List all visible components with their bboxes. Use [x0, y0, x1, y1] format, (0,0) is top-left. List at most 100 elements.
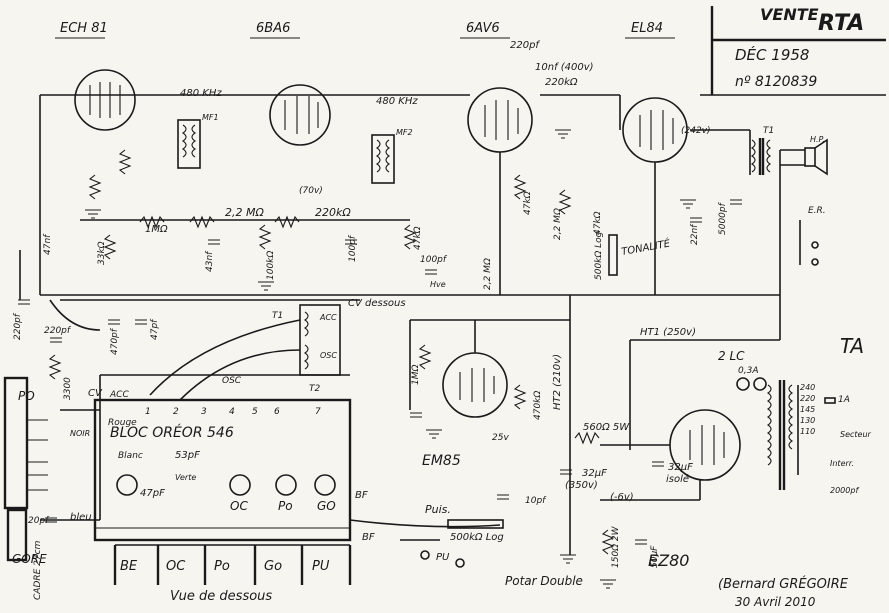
- r220k-b-label: 220kΩ: [315, 206, 351, 219]
- hp-label: H.P.: [810, 135, 825, 144]
- c47nf-label: 47nf: [43, 233, 53, 255]
- mf1-label: MF1: [202, 113, 219, 122]
- if1-label: 480 KHz: [180, 88, 222, 99]
- pin-5: 5: [252, 407, 258, 417]
- if-transformer-1: [177, 119, 201, 169]
- mains-tap-240: 240: [800, 383, 815, 392]
- r47k-label: 47kΩ: [413, 226, 423, 250]
- cv-pin-label: CV: [88, 388, 103, 399]
- r22m-3-label: 2,2 MΩ: [553, 208, 563, 240]
- pin-1: 1: [145, 407, 151, 417]
- bleu-label: bleu: [70, 512, 92, 523]
- mains-transformer: [767, 380, 799, 490]
- r470k-label: 470kΩ: [533, 391, 543, 420]
- tube-6ba6: [269, 84, 331, 146]
- c220pf-left2-label: 220pf: [44, 326, 72, 336]
- v6-label: (-6v): [610, 492, 634, 503]
- dial-oc: OC: [230, 499, 248, 513]
- r1m-label: 1MΩ: [145, 224, 168, 235]
- tube-label-6av6: 6AV6: [466, 21, 500, 36]
- coil-block-view: Vue de dessous: [170, 589, 272, 604]
- resistors: [48, 149, 615, 555]
- gore-label: GORE: [12, 552, 47, 566]
- rouge-label: Rouge: [108, 418, 137, 428]
- osc-pin-label: OSC: [222, 376, 242, 386]
- rails: [39, 94, 781, 555]
- pin-7: 7: [315, 407, 321, 417]
- lamp-current: 0,3A: [738, 366, 758, 376]
- c22nf-label: 22nf: [690, 223, 700, 245]
- tube-label-ech81: ECH 81: [60, 21, 108, 36]
- tube-label-em85: EM85: [422, 453, 461, 469]
- potar-label: Potar Double: [505, 574, 583, 588]
- c32b-label: 32µF: [668, 462, 693, 473]
- title-serial: nº 8120839: [735, 74, 817, 90]
- mains-tap-220: 220: [800, 394, 815, 403]
- dial-po: Po: [278, 499, 293, 513]
- r47k-3-label: 47kΩ: [593, 211, 603, 235]
- pu-label: PU: [436, 552, 450, 563]
- v70-label: (70v): [299, 186, 323, 196]
- band-oc: OC: [166, 559, 186, 574]
- er-label: E.R.: [808, 206, 826, 216]
- osc-cv-label: OSC: [320, 351, 337, 360]
- r150-label: 150Ω 2W: [611, 525, 621, 568]
- r3300-label: 3300: [63, 377, 73, 400]
- interr-label: Interr.: [830, 459, 854, 468]
- c10nf-label: 10nf (400v): [535, 62, 594, 73]
- c100pf-label: 100pf: [420, 255, 448, 265]
- c47pf-v-label: 47pf: [150, 318, 160, 340]
- c43nf-label: 43nf: [205, 250, 215, 272]
- tube-label-el84: EL84: [631, 21, 663, 36]
- c47pf-label: 47pF: [140, 488, 165, 499]
- c32a-label: 32µF: [582, 468, 607, 479]
- pin-6: 6: [274, 407, 280, 417]
- tube-label-6ba6: 6BA6: [256, 21, 290, 36]
- lamp-label: 2 LC: [718, 349, 745, 363]
- ta-label: TA: [840, 334, 864, 358]
- r22m-2-label: 2,2 MΩ: [483, 258, 493, 290]
- r47k-2-label: 47kΩ: [523, 191, 533, 215]
- acc-cv-label: ACC: [319, 313, 337, 322]
- c470pf-label: 470pf: [110, 327, 120, 355]
- secteur-label: Secteur: [840, 430, 872, 439]
- ht2-label: HT2 (210v): [552, 354, 563, 410]
- misc-wiring: [19, 94, 751, 541]
- v242-label: (242v): [681, 126, 711, 136]
- c220pf-left-label: 220pf: [13, 312, 23, 340]
- band-go: Go: [264, 559, 282, 574]
- verte-label: Verte: [175, 473, 196, 482]
- cv-dessous-label: CV dessous: [348, 298, 406, 309]
- t1-label: T1: [763, 126, 774, 136]
- mains-tap-130: 130: [800, 416, 815, 425]
- mains-tap-145: 145: [800, 405, 815, 414]
- tube-el84: [622, 97, 688, 163]
- if2-label: 480 KHz: [376, 96, 418, 107]
- pin-2: 2: [173, 407, 179, 417]
- tube-6av6: [467, 87, 533, 153]
- tube-em85: [442, 352, 508, 418]
- blanc-label: Blanc: [118, 451, 143, 461]
- t1-cv-label: T1: [272, 311, 283, 321]
- r220k-a-label: 220kΩ: [545, 77, 578, 88]
- r500k-tone-label: 500kΩ Log: [594, 231, 604, 280]
- c50-label: 50µF: [650, 545, 660, 568]
- output-transformer: [751, 138, 828, 176]
- band-po: Po: [214, 559, 230, 574]
- antenna-frame: [3, 376, 48, 562]
- signature-name: (Bernard GRÉGOIRE: [718, 576, 849, 592]
- ht1-label: HT1 (250v): [640, 327, 696, 338]
- title-block: VENTE RTA DÉC 1958 nº 8120839: [700, 5, 886, 96]
- tonalite-label: TONALITÉ: [620, 236, 671, 257]
- c10pf-label: 10pf: [525, 496, 547, 506]
- band-pu: PU: [312, 559, 330, 574]
- band-be: BE: [120, 559, 138, 574]
- coil-block: [93, 398, 352, 585]
- mains-tap-110: 110: [800, 427, 815, 436]
- tube-headings: ECH 81 6BA6 6AV6 EL84 EM85 EZ80: [55, 21, 689, 570]
- c2000-label: 2000pf: [830, 486, 859, 495]
- c53pf-label: 53pF: [175, 450, 200, 461]
- r22m-label: 2,2 MΩ: [225, 206, 264, 219]
- t2-cv-label: T2: [309, 384, 320, 394]
